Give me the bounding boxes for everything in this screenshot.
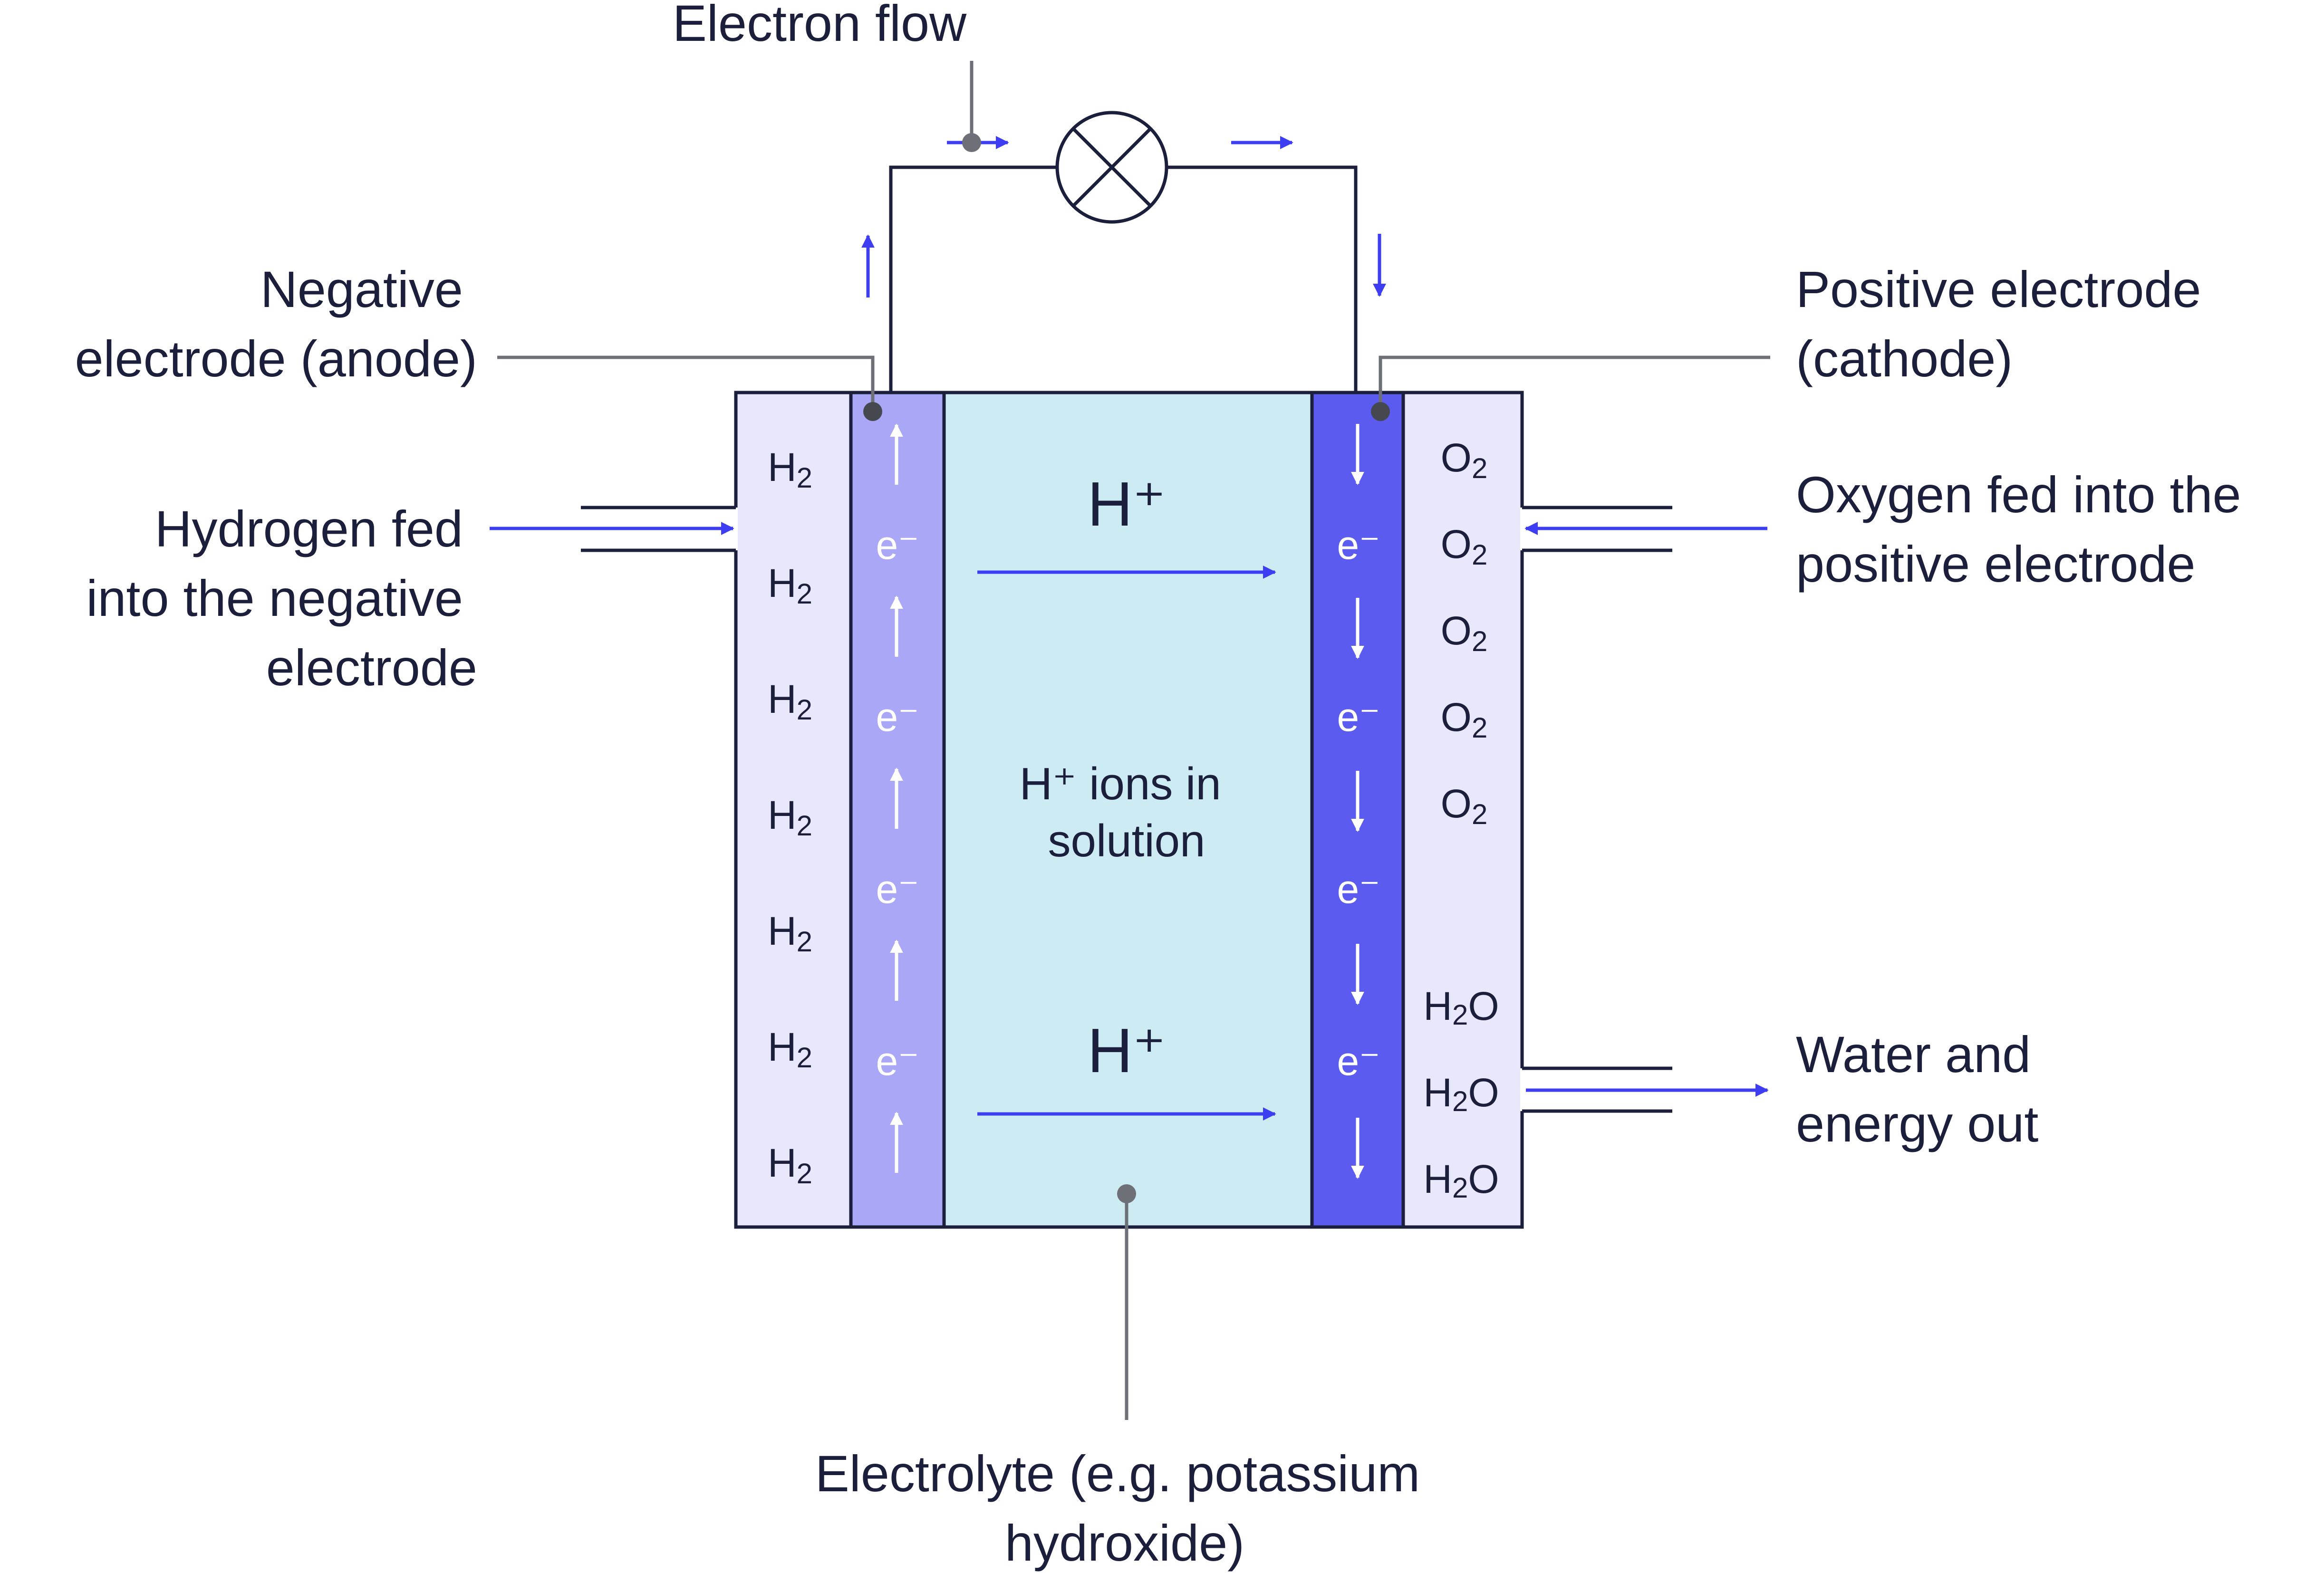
o2-label: O2: [1441, 608, 1488, 657]
lamp-icon: [1055, 111, 1168, 224]
h2o-label: H2O: [1423, 1157, 1499, 1204]
o2-label: O2: [1441, 522, 1488, 571]
h-ion-label-bottom: H⁺: [1088, 1016, 1166, 1085]
h2-label: H2: [768, 1141, 812, 1189]
oxygen-feed-label: Oxygen fed into the positive electrode: [1796, 466, 2256, 593]
electron-label: e⁻: [1337, 695, 1380, 739]
h2o-label: H2O: [1423, 1070, 1499, 1117]
electron-label: e⁻: [1337, 523, 1380, 567]
o2-label: O2: [1441, 781, 1488, 830]
negative-electrode-label: Negative electrode (anode): [75, 260, 477, 387]
h-ion-label-top: H⁺: [1088, 469, 1166, 539]
water-out-label: Water and energy out: [1796, 1026, 2045, 1152]
h2o-label: H2O: [1423, 984, 1499, 1031]
anode-electrons: e⁻ e⁻ e⁻ e⁻: [876, 523, 919, 1084]
h2o-molecules: H2O H2O H2O: [1423, 984, 1499, 1204]
ions-in-solution-label: H⁺ ions in solution: [1020, 758, 1234, 866]
electron-label: e⁻: [876, 695, 919, 739]
h2-label: H2: [768, 909, 812, 958]
h2-label: H2: [768, 677, 812, 726]
h2-label: H2: [768, 1025, 812, 1074]
positive-electrode-label: Positive electrode (cathode): [1796, 260, 2215, 387]
leader-negative-electrode: [497, 355, 882, 421]
hydrogen-chamber: [734, 391, 853, 1229]
leader-electron-flow: [962, 61, 981, 152]
electron-flow-label: Electron flow: [673, 0, 967, 52]
h2-label: H2: [768, 793, 812, 842]
leader-positive-electrode: [1371, 355, 1770, 421]
o2-label: O2: [1441, 435, 1488, 484]
o2-label: O2: [1441, 695, 1488, 744]
circuit-wire-left: [889, 165, 1056, 393]
electron-label: e⁻: [1337, 867, 1380, 911]
h2-label: H2: [768, 445, 812, 494]
oxygen-chamber: [1401, 391, 1524, 1229]
h2-molecules: H2 H2 H2 H2 H2 H2 H2: [768, 445, 812, 1189]
circuit-wire-right: [1167, 165, 1358, 393]
leader-electrolyte: [1117, 1184, 1136, 1420]
electrolyte-region: [942, 391, 1314, 1229]
electron-label: e⁻: [876, 867, 919, 911]
electron-label: e⁻: [876, 1039, 919, 1084]
electron-label: e⁻: [876, 523, 919, 567]
o2-molecules: O2 O2 O2 O2 O2: [1441, 435, 1488, 830]
electron-label: e⁻: [1337, 1039, 1380, 1084]
electrolyte-label: Electrolyte (e.g. potassium hydroxide): [815, 1445, 1435, 1572]
hydrogen-feed-label: Hydrogen fed into the negative electrode: [86, 500, 477, 696]
h2-label: H2: [768, 561, 812, 610]
cathode-electrons: e⁻ e⁻ e⁻ e⁻: [1337, 523, 1380, 1084]
